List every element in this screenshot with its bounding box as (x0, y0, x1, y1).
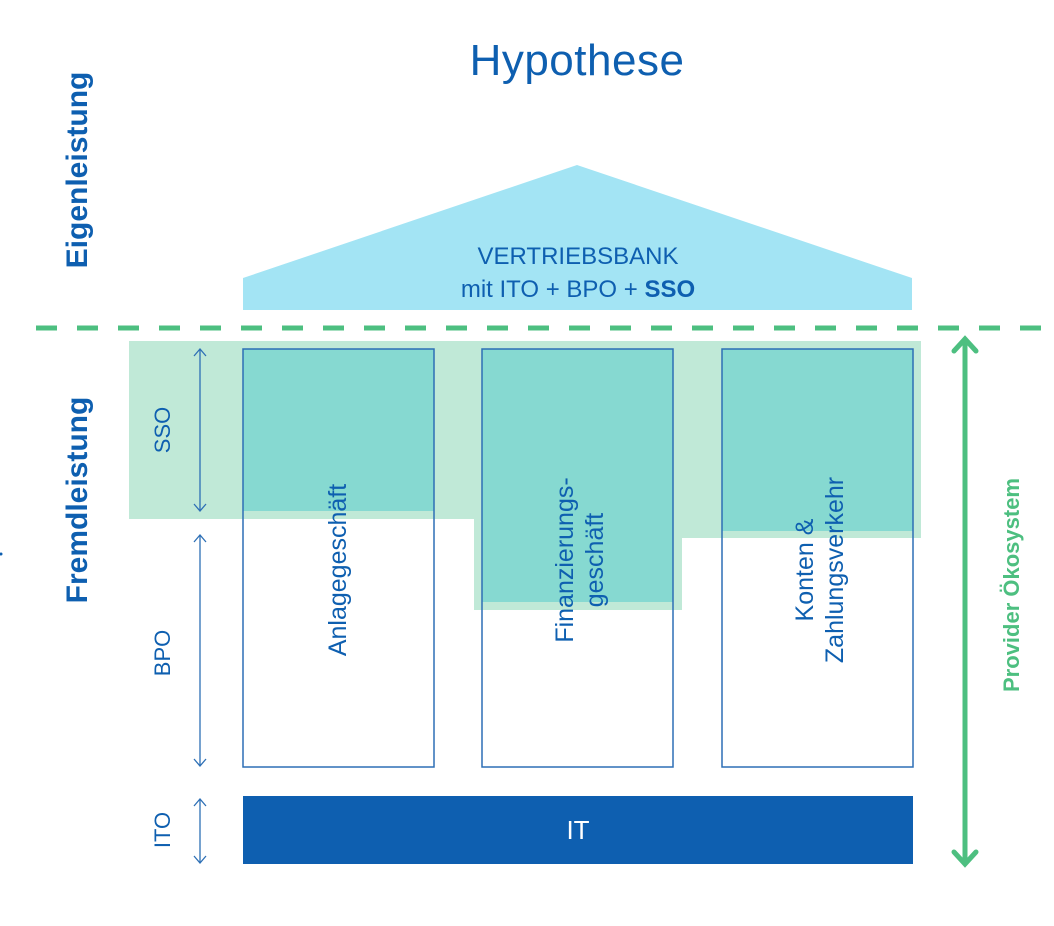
it-foundation-label: IT (566, 814, 590, 845)
pillar-label-line: Konten & (791, 518, 819, 622)
pillar-label-line: Anlagegeschäft (324, 483, 352, 657)
provider-range-arrow (951, 335, 979, 868)
pillar-label-line: geschäft (581, 512, 609, 608)
ito-range-arrow (193, 798, 207, 864)
pillar-label-line: Zahlungsverkehr (821, 476, 849, 664)
pillar-outline-anlage (242, 348, 435, 768)
provider-oekosystem-label: Provider Ökosystem (999, 478, 1024, 692)
roof-label-line2: mit ITO + BPO + SSO (243, 273, 913, 306)
pillar-label-konten-zahlungsverkehr: Konten & Zahlungsverkehr (790, 477, 850, 663)
diagram-title: Hypothese (469, 36, 685, 85)
bpo-range-arrow (193, 534, 207, 767)
pillar-outline-konten (721, 348, 914, 768)
sso-fill-finanzierung (482, 349, 673, 602)
pillar-outline-finanzierung (481, 348, 674, 768)
layer-label-sso: SSO (150, 406, 175, 454)
sso-fill-anlage (243, 349, 434, 511)
layer-label-bpo: BPO (150, 629, 175, 677)
pillar-label-anlagegeschaeft: Anlagegeschäft (323, 484, 353, 656)
it-foundation-bar: IT (243, 796, 913, 864)
left-edge-mark (0, 552, 3, 556)
roof-label-line1: VERTRIEBSBANK (477, 243, 679, 270)
pillar-label-finanzierungsgeschaeft: Finanzierungs- geschäft (550, 477, 610, 642)
roof-label-bold: SSO (644, 276, 696, 303)
pillar-label-line: Finanzierungs- (551, 477, 579, 643)
sso-fill-konten (722, 349, 913, 531)
roof-label-prefix: mit ITO + BPO + (460, 276, 645, 303)
layer-label-ito: ITO (150, 811, 175, 849)
roof-label: VERTRIEBSBANK mit ITO + BPO + SSO (243, 240, 913, 306)
roof-shape (243, 165, 912, 310)
sso-range-arrow (193, 348, 207, 512)
